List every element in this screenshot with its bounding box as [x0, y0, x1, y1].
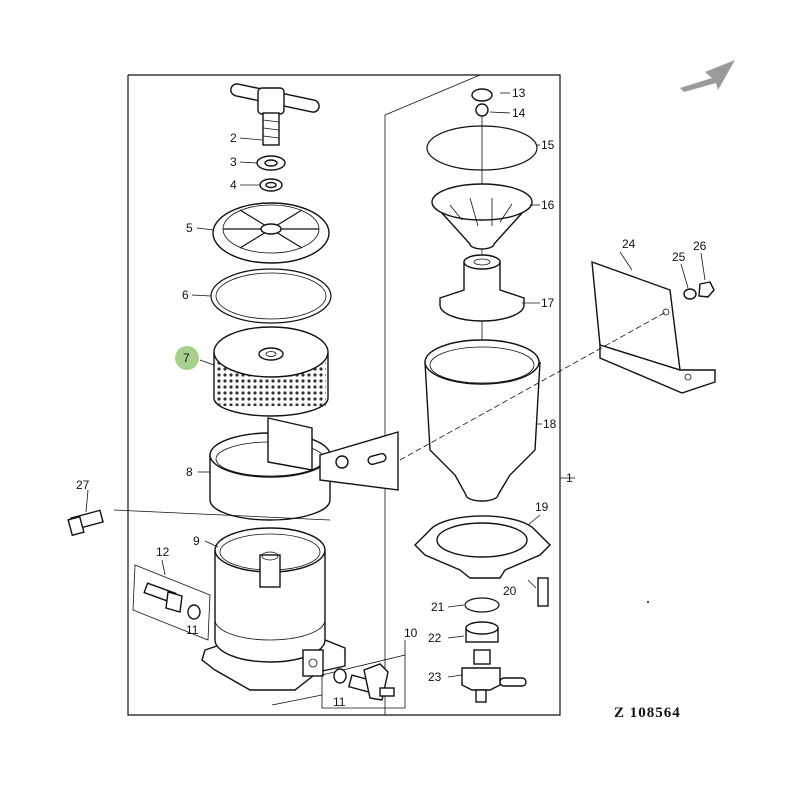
- part-t-bolt: [230, 83, 320, 146]
- callout-18[interactable]: 18: [543, 417, 557, 431]
- part-sediment-bowl: [424, 339, 541, 502]
- callout-25[interactable]: 25: [672, 250, 686, 264]
- callout-17[interactable]: 17: [541, 296, 555, 310]
- callout-22[interactable]: 22: [428, 631, 442, 645]
- callout-3[interactable]: 3: [230, 155, 237, 169]
- callout-7[interactable]: 7: [183, 351, 190, 365]
- group-box-12: [132, 564, 211, 641]
- callout-1[interactable]: 1: [566, 471, 573, 485]
- part-gasket-15: [426, 125, 538, 171]
- part-adapter-22: [465, 621, 499, 643]
- callout-24[interactable]: 24: [622, 237, 636, 251]
- part-filter-bowl: [201, 527, 346, 691]
- callout-9[interactable]: 9: [193, 534, 200, 548]
- callout-21[interactable]: 21: [431, 600, 445, 614]
- callout-13[interactable]: 13: [512, 86, 526, 100]
- part-washer-25: [683, 288, 697, 300]
- callout-2[interactable]: 2: [230, 131, 237, 145]
- callout-12[interactable]: 12: [156, 545, 170, 559]
- part-screw-20: [537, 577, 549, 607]
- group-box-10: [321, 654, 406, 709]
- callout-11[interactable]: 11: [333, 695, 346, 709]
- callout-8[interactable]: 8: [186, 465, 193, 479]
- callout-20[interactable]: 20: [503, 584, 517, 598]
- callout-15[interactable]: 15: [541, 138, 555, 152]
- part-bolt: [67, 509, 104, 537]
- callout-5[interactable]: 5: [186, 221, 193, 235]
- assembly-frame: [127, 74, 561, 716]
- callout-23[interactable]: 23: [428, 670, 442, 684]
- part-clamp-band: [209, 417, 399, 521]
- part-o-ring-13: [471, 88, 493, 102]
- callout-27[interactable]: 27: [76, 478, 90, 492]
- leader-lines: [85, 92, 706, 678]
- part-gasket: [210, 268, 332, 324]
- callout-16[interactable]: 16: [541, 198, 555, 212]
- part-washer-21: [464, 597, 500, 613]
- part-cone: [431, 183, 533, 250]
- reference-code: Z 108564: [614, 705, 681, 721]
- callout-14[interactable]: 14: [512, 106, 526, 120]
- part-drain-cock-23: [461, 649, 527, 703]
- callout-4[interactable]: 4: [230, 178, 237, 192]
- part-ball-14: [475, 103, 489, 117]
- callout-19[interactable]: 19: [535, 500, 549, 514]
- part-mounting-bracket: [591, 260, 716, 394]
- callout-26[interactable]: 26: [693, 239, 707, 253]
- callout-6[interactable]: 6: [182, 288, 189, 302]
- part-drain-valve: [333, 663, 395, 701]
- part-filter-element: [213, 326, 329, 417]
- callout-11-alt[interactable]: 11: [186, 623, 199, 637]
- callout-10[interactable]: 10: [404, 626, 418, 640]
- inner-divider: [384, 74, 481, 715]
- highlight-marker: [175, 346, 199, 370]
- part-fitting: [143, 582, 201, 620]
- arrow-icon[interactable]: [680, 60, 735, 92]
- part-ring-19: [414, 515, 551, 579]
- part-cover: [212, 202, 330, 264]
- part-nut-26: [698, 281, 715, 298]
- part-head: [439, 254, 525, 322]
